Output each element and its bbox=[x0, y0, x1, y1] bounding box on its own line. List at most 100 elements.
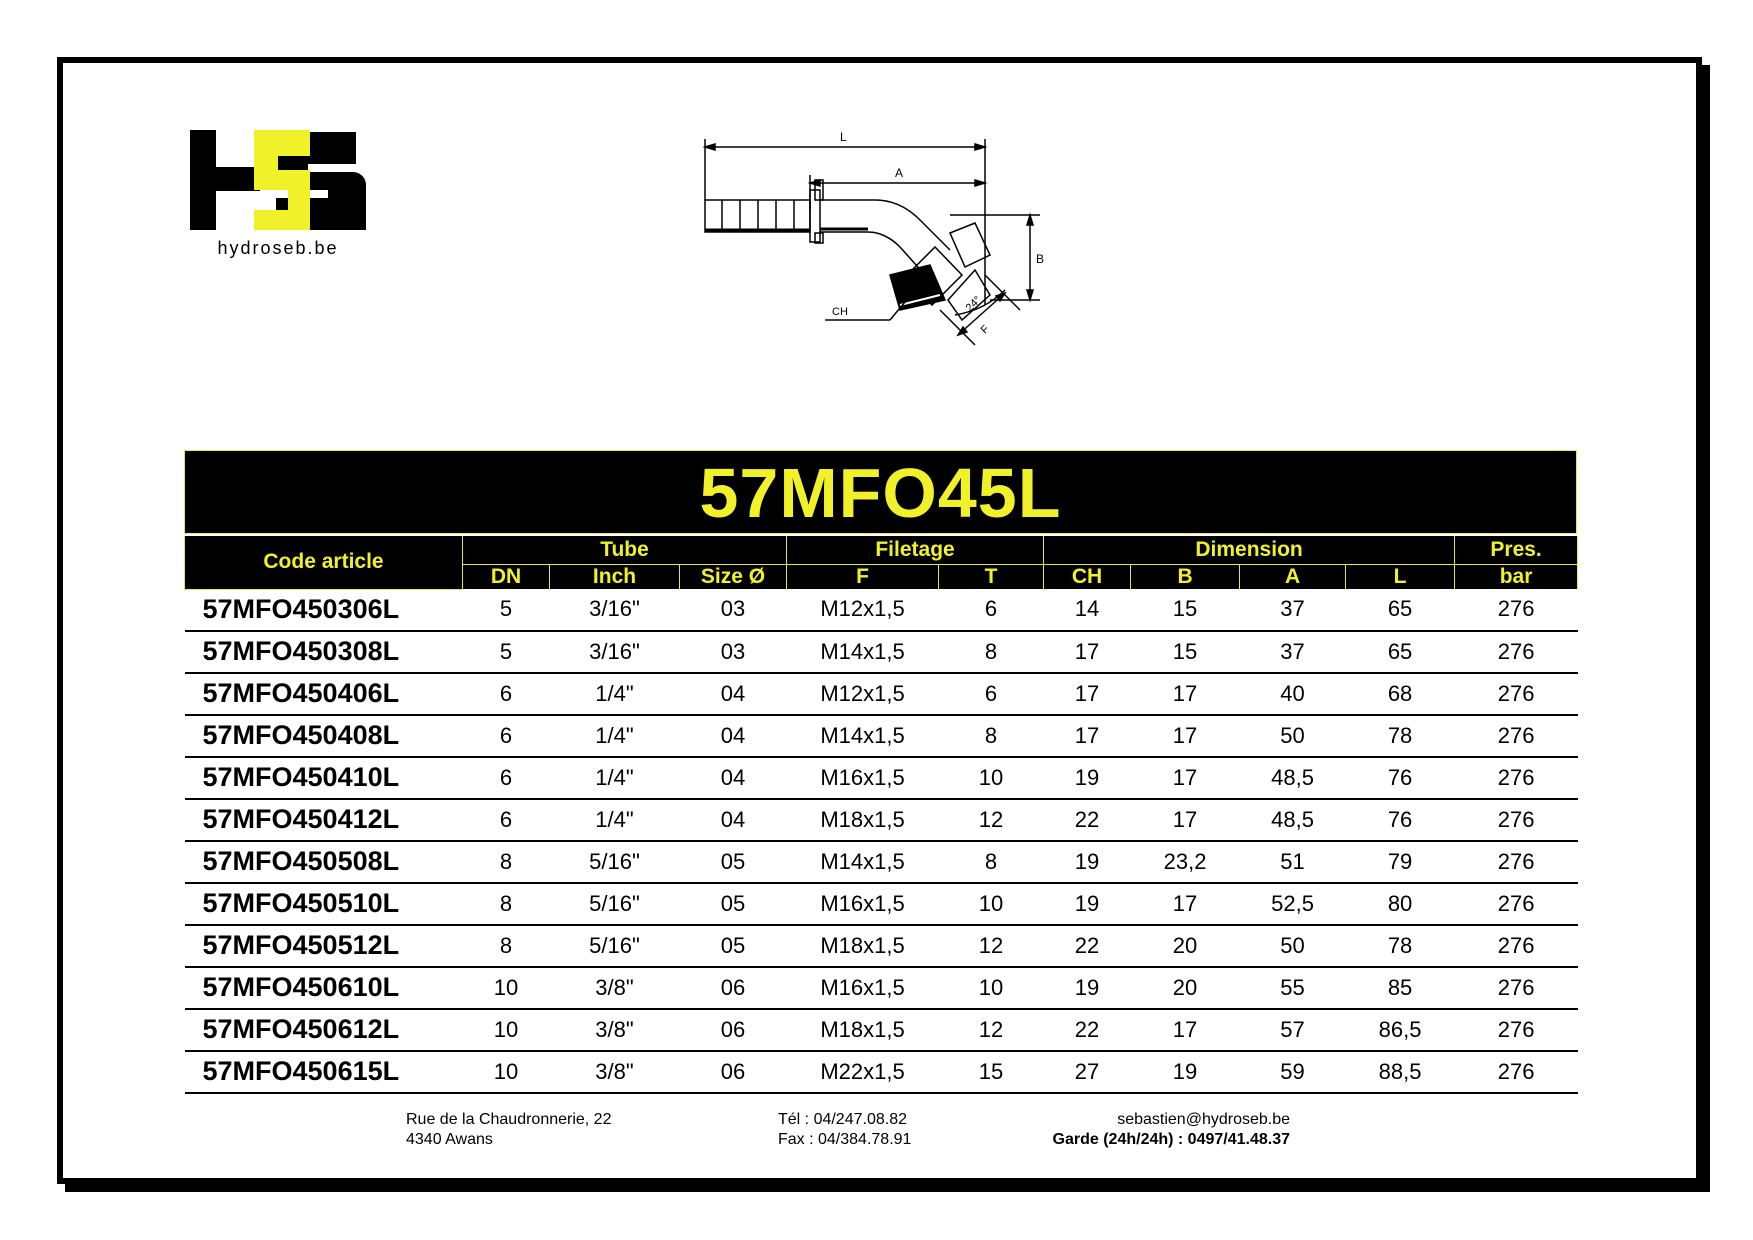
table-cell: 48,5 bbox=[1239, 798, 1346, 842]
table-cell: 1/4" bbox=[549, 798, 680, 842]
header-col-t: T bbox=[938, 564, 1045, 589]
table-cell: 5/16" bbox=[549, 882, 680, 926]
header-col-f: F bbox=[786, 564, 940, 589]
table-cell: 3/8" bbox=[549, 966, 680, 1010]
table-cell: 5/16" bbox=[549, 924, 680, 968]
table-cell: M12x1,5 bbox=[786, 672, 939, 716]
table-cell: 22 bbox=[1043, 924, 1131, 968]
contact-garde: Garde (24h/24h) : 0497/41.48.37 bbox=[1052, 1131, 1290, 1148]
table-cell: 6 bbox=[462, 798, 550, 842]
table-cell: 3/16" bbox=[549, 630, 680, 674]
table-cell: 78 bbox=[1345, 714, 1455, 758]
article-code-cell: 57MFO450406L bbox=[184, 672, 463, 716]
address-city: 4340 Awans bbox=[406, 1131, 493, 1148]
article-code-cell: 57MFO450510L bbox=[184, 882, 463, 926]
table-cell: 57 bbox=[1239, 1008, 1346, 1052]
table-cell: 05 bbox=[679, 924, 787, 968]
table-cell: M18x1,5 bbox=[786, 798, 939, 842]
header-column-row: DN Inch Size Ø F T CH B A L bar bbox=[185, 564, 1579, 589]
table-cell: 27 bbox=[1043, 1050, 1131, 1094]
table-cell: 86,5 bbox=[1345, 1008, 1455, 1052]
table-cell: 88,5 bbox=[1345, 1050, 1455, 1094]
table-cell: M12x1,5 bbox=[786, 589, 939, 632]
table-cell: 6 bbox=[938, 672, 1044, 716]
table-cell: 8 bbox=[462, 840, 550, 884]
table-cell: 04 bbox=[679, 756, 787, 800]
table-cell: 10 bbox=[462, 1008, 550, 1052]
header-group-pres: Pres. bbox=[1454, 536, 1579, 565]
table-cell: 276 bbox=[1454, 1050, 1578, 1094]
table-cell: 19 bbox=[1043, 882, 1131, 926]
header-col-a: A bbox=[1239, 564, 1347, 589]
header-col-dn: DN bbox=[462, 564, 550, 589]
dim-label-b: B bbox=[1036, 252, 1044, 266]
table-cell: 3/8" bbox=[549, 1050, 680, 1094]
table-cell: 05 bbox=[679, 840, 787, 884]
table-cell: 276 bbox=[1454, 756, 1578, 800]
table-cell: 52,5 bbox=[1239, 882, 1346, 926]
logo-caption: hydroseb.be bbox=[217, 238, 339, 258]
specifications-table: Code article Tube Filetage Dimension Pre… bbox=[184, 536, 1579, 1094]
table-cell: 8 bbox=[938, 714, 1044, 758]
header-col-b: B bbox=[1130, 564, 1241, 589]
table-cell: 17 bbox=[1043, 630, 1131, 674]
table-cell: 17 bbox=[1130, 798, 1240, 842]
table-cell: 76 bbox=[1345, 756, 1455, 800]
footer-contact: sebastien@hydroseb.be Garde (24h/24h) : … bbox=[1010, 1110, 1290, 1150]
table-cell: 85 bbox=[1345, 966, 1455, 1010]
dim-label-angle: 24° bbox=[964, 294, 984, 314]
phone-tel: Tél : 04/247.08.82 bbox=[778, 1111, 907, 1128]
header-group-filetage: Filetage bbox=[786, 536, 1045, 565]
table-cell: 276 bbox=[1454, 672, 1578, 716]
dim-label-a: A bbox=[895, 166, 903, 180]
table-cell: 19 bbox=[1130, 1050, 1240, 1094]
table-cell: 3/16" bbox=[549, 589, 680, 632]
table-cell: 17 bbox=[1130, 714, 1240, 758]
header-col-inch: Inch bbox=[549, 564, 680, 589]
table-cell: 8 bbox=[462, 882, 550, 926]
table-cell: 276 bbox=[1454, 798, 1578, 842]
table-cell: 37 bbox=[1239, 589, 1346, 632]
article-code-cell: 57MFO450610L bbox=[184, 966, 463, 1010]
product-title: 57MFO45L bbox=[699, 454, 1062, 532]
article-code-cell: 57MFO450410L bbox=[184, 756, 463, 800]
address-street: Rue de la Chaudronnerie, 22 bbox=[406, 1111, 612, 1128]
table-cell: 20 bbox=[1130, 966, 1240, 1010]
article-code-cell: 57MFO450306L bbox=[184, 589, 463, 632]
header-group-row: Code article Tube Filetage Dimension Pre… bbox=[184, 536, 1579, 590]
table-cell: 19 bbox=[1043, 840, 1131, 884]
table-cell: 65 bbox=[1345, 630, 1455, 674]
table-cell: 04 bbox=[679, 798, 787, 842]
article-code-cell: 57MFO450408L bbox=[184, 714, 463, 758]
header-code-article: Code article bbox=[184, 536, 463, 590]
dim-label-l: L bbox=[840, 130, 847, 144]
table-cell: 12 bbox=[938, 798, 1044, 842]
table-cell: 40 bbox=[1239, 672, 1346, 716]
table-cell: 50 bbox=[1239, 924, 1346, 968]
table-cell: 276 bbox=[1454, 630, 1578, 674]
table-cell: 76 bbox=[1345, 798, 1455, 842]
table-cell: 15 bbox=[938, 1050, 1044, 1094]
table-cell: M16x1,5 bbox=[786, 882, 939, 926]
table-cell: 10 bbox=[938, 756, 1044, 800]
table-cell: 8 bbox=[938, 840, 1044, 884]
table-cell: 17 bbox=[1130, 672, 1240, 716]
table-cell: 68 bbox=[1345, 672, 1455, 716]
article-code-cell: 57MFO450512L bbox=[184, 924, 463, 968]
table-cell: 06 bbox=[679, 1008, 787, 1052]
footer-address: Rue de la Chaudronnerie, 22 4340 Awans bbox=[406, 1110, 611, 1150]
product-title-bar: 57MFO45L bbox=[184, 450, 1577, 534]
table-cell: 03 bbox=[679, 630, 787, 674]
table-cell: 10 bbox=[462, 1050, 550, 1094]
table-cell: 17 bbox=[1130, 756, 1240, 800]
